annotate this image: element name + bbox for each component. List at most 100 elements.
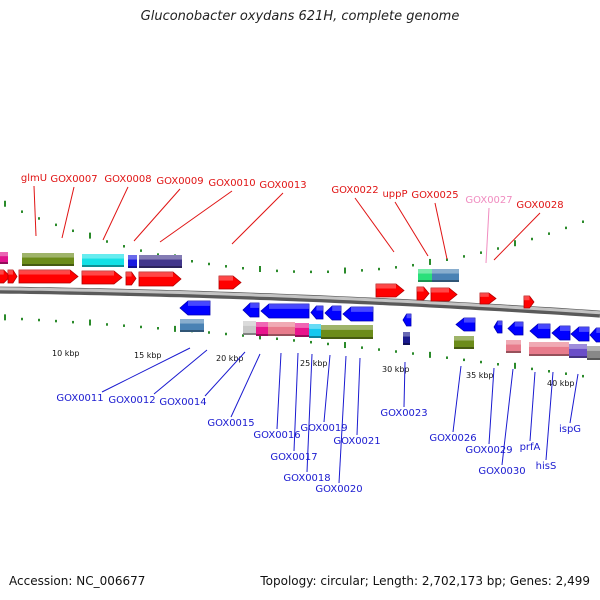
tick-mark <box>38 217 40 220</box>
tick-mark <box>123 245 125 248</box>
bottom-gene-label: ispG <box>559 424 581 435</box>
forward-feature-block <box>418 269 432 282</box>
top-gene-label: uppP <box>382 189 407 200</box>
tick-mark <box>548 232 550 235</box>
reverse-feature-block <box>295 323 309 337</box>
reverse-feature-block <box>309 324 321 338</box>
bottom-gene-label: GOX0015 <box>207 418 254 429</box>
tick-mark <box>276 269 278 273</box>
bottom-label-leader-line <box>545 371 554 461</box>
bottom-gene-label: GOX0012 <box>108 395 155 406</box>
tick-mark <box>72 229 74 233</box>
bottom-label-leader-line <box>204 351 246 397</box>
bottom-gene-label: GOX0030 <box>478 466 525 477</box>
forward-gene-arrow <box>218 275 242 290</box>
bottom-label-leader-line <box>338 355 347 484</box>
reverse-feature-block <box>506 340 521 353</box>
genome-title: Gluconobacter oxydans 621H, complete gen… <box>140 9 460 24</box>
tick-mark <box>412 352 414 355</box>
reverse-gene-arrow <box>551 325 571 341</box>
top-gene-label: GOX0007 <box>50 174 97 185</box>
reverse-gene-arrow <box>402 313 412 327</box>
top-gene-label: glmU <box>21 173 47 184</box>
tick-mark <box>157 327 159 330</box>
reverse-feature-block <box>529 342 569 356</box>
bottom-gene-label: GOX0029 <box>465 445 512 456</box>
bottom-gene-label: GOX0023 <box>380 408 427 419</box>
tick-mark <box>208 331 210 334</box>
forward-gene-arrow <box>7 269 18 284</box>
tick-mark <box>157 253 159 256</box>
tick-mark <box>565 226 567 230</box>
reverse-feature-block <box>454 336 474 349</box>
tick-mark <box>497 247 499 250</box>
bottom-label-leader-line <box>529 371 536 442</box>
bottom-gene-label: hisS <box>536 461 557 472</box>
tick-mark <box>276 337 278 341</box>
reverse-gene-arrow <box>570 326 590 342</box>
scale-label: 15 kbp <box>134 351 162 360</box>
top-label-leader-line <box>231 192 284 245</box>
tick-mark <box>361 346 363 349</box>
forward-gene-arrow <box>0 269 11 284</box>
scale-label: 30 kbp <box>382 365 410 374</box>
tick-mark <box>361 269 363 272</box>
reverse-gene-arrow <box>242 302 260 318</box>
tick-mark <box>480 251 482 254</box>
top-gene-label: GOX0010 <box>208 178 255 189</box>
reverse-gene-arrow <box>455 317 476 332</box>
tick-mark <box>446 356 448 359</box>
bottom-label-leader-line <box>452 365 462 433</box>
bottom-gene-label: GOX0020 <box>315 484 362 495</box>
tick-mark <box>89 319 91 326</box>
tick-mark <box>225 265 227 268</box>
tick-mark <box>565 372 567 375</box>
reverse-feature-block <box>569 344 587 358</box>
top-gene-label: GOX0028 <box>516 200 563 211</box>
tick-mark <box>378 348 380 351</box>
accession-text: Accession: NC_006677 <box>9 574 146 588</box>
tick-mark <box>140 249 142 252</box>
reverse-feature-block <box>321 325 373 339</box>
reverse-gene-arrow <box>589 327 600 343</box>
bottom-label-leader-line <box>101 347 191 393</box>
tick-mark <box>191 260 193 263</box>
reverse-feature-block <box>403 332 410 345</box>
bottom-label-leader-line <box>276 352 282 430</box>
tick-mark <box>55 319 57 323</box>
bottom-label-leader-line <box>488 367 495 445</box>
tick-mark <box>344 342 346 349</box>
tick-mark <box>174 325 176 332</box>
topology-summary-text: Topology: circular; Length: 2,702,173 bp… <box>260 574 590 588</box>
forward-feature-block <box>22 253 74 266</box>
tick-mark <box>548 370 550 373</box>
tick-mark <box>208 262 210 266</box>
tick-mark <box>310 270 312 274</box>
bottom-gene-label: GOX0026 <box>429 433 476 444</box>
tick-mark <box>293 270 295 273</box>
reverse-gene-arrow <box>324 305 342 321</box>
forward-gene-arrow <box>81 270 123 285</box>
tick-mark <box>225 332 227 336</box>
tick-mark <box>327 342 329 346</box>
forward-feature-block <box>128 255 137 268</box>
tick-mark <box>106 240 108 243</box>
scale-label: 35 kbp <box>466 371 494 380</box>
top-gene-label: GOX0027 <box>465 195 512 206</box>
reverse-feature-block <box>268 322 295 336</box>
tick-mark <box>55 223 57 227</box>
bottom-label-leader-line <box>403 361 406 408</box>
forward-gene-arrow <box>125 271 137 286</box>
top-gene-label: GOX0025 <box>411 190 458 201</box>
tick-mark <box>429 258 431 265</box>
tick-mark <box>4 200 6 207</box>
reverse-gene-arrow <box>493 320 503 334</box>
forward-feature-block <box>139 255 182 268</box>
forward-feature-block <box>432 269 459 282</box>
bottom-gene-label: GOX0011 <box>56 393 103 404</box>
tick-mark <box>327 270 329 274</box>
bottom-label-leader-line <box>323 354 331 423</box>
forward-feature-block <box>82 254 124 267</box>
